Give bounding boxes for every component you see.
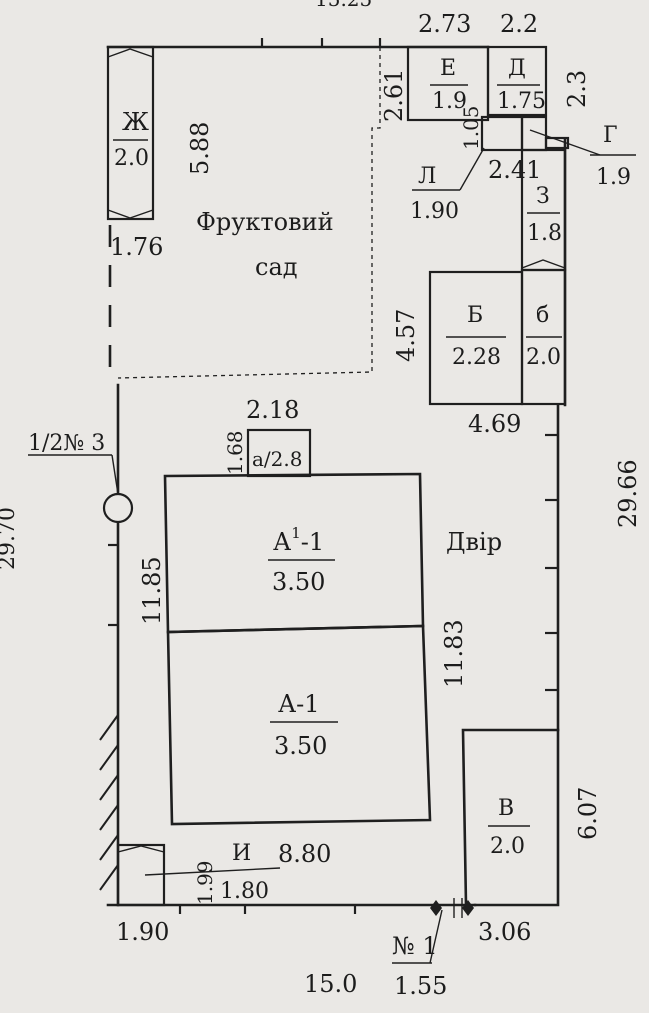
- l-height: 1.90: [410, 199, 459, 224]
- v-letter: В: [498, 796, 514, 821]
- plot-right-dimension: 29.66: [614, 459, 642, 528]
- y-letter: И: [232, 841, 251, 866]
- d-width-dimension: 2.2: [500, 10, 538, 38]
- ye-height: 1.9: [432, 89, 467, 114]
- ye-letter: Е: [440, 56, 456, 81]
- house-mark: 1/2№ 3: [28, 431, 134, 524]
- plot-left-dimension: 29.70: [0, 507, 20, 570]
- house-mark-label: 1/2№ 3: [28, 431, 105, 456]
- v-height: 2.0: [490, 834, 525, 859]
- zh-width-dimension: 1.76: [110, 233, 163, 261]
- b-letter: Б: [467, 303, 483, 328]
- hatched-wall: [99, 714, 119, 891]
- a1-label: А1-1: [273, 524, 324, 556]
- l-letter: Л: [418, 164, 436, 189]
- a-small-side-dimension: 1.68: [223, 430, 247, 475]
- a-small-width-dimension: 2.18: [246, 396, 299, 424]
- building-l: Л 1.90: [410, 115, 548, 224]
- garden-label-2: сад: [255, 253, 298, 281]
- a1-sup: 1: [291, 524, 301, 542]
- building-g: Г 1.9: [529, 123, 636, 190]
- b-side-dimension: 4.57: [392, 309, 420, 362]
- building-a1: А1-1 3.50: [163, 472, 425, 634]
- building-v: В 2.0: [461, 728, 560, 907]
- z-height: 1.8: [527, 221, 562, 246]
- ye-side-dimension: 2.61: [380, 69, 408, 122]
- b-small-letter: б: [536, 303, 549, 328]
- d-side-dimension: 2.3: [563, 70, 591, 108]
- l-width-dimension: 2.41: [488, 156, 541, 184]
- gate-number: № 1: [392, 932, 438, 960]
- garden-area: Фруктовий сад: [117, 47, 381, 379]
- zh-height: 2.0: [114, 146, 149, 171]
- v-side-dimension: 6.07: [574, 787, 602, 840]
- g-letter: Г: [603, 123, 618, 148]
- gate: № 1 1.55: [392, 898, 474, 1000]
- a-left-dimension: 11.85: [138, 556, 166, 625]
- building-z: З 1.8: [520, 148, 567, 272]
- building-b-small: б 2.0: [520, 268, 567, 406]
- building-a-small: а/2.8: [246, 428, 312, 478]
- yard-label: Двір: [446, 528, 502, 556]
- v-width-dimension: 3.06: [478, 918, 531, 946]
- a-letter: А-1: [278, 690, 320, 718]
- garden-label-1: Фруктовий: [196, 208, 334, 236]
- a-bottom-dimension: 8.80: [278, 840, 331, 868]
- y-width-dimension: 1.90: [116, 918, 169, 946]
- b-width-dimension: 4.69: [468, 410, 521, 438]
- z-letter: З: [536, 184, 550, 209]
- a-right-dimension: 11.83: [440, 619, 468, 688]
- a1-letter: А: [273, 528, 291, 556]
- a1-height: 3.50: [272, 568, 325, 596]
- a-height: 3.50: [274, 732, 327, 760]
- d-letter: Д: [508, 56, 526, 81]
- d-height: 1.75: [497, 89, 546, 114]
- b-small-height: 2.0: [526, 345, 561, 370]
- zh-letter: Ж: [122, 108, 149, 136]
- ye-width-dimension: 2.73: [418, 10, 471, 38]
- a-small-label: а/2.8: [252, 447, 302, 471]
- building-a: А-1 3.50: [166, 624, 432, 826]
- a1-suffix: -1: [301, 528, 324, 556]
- plot-top-dimension: 15.25: [315, 0, 372, 11]
- y-height: 1.80: [220, 879, 269, 904]
- building-d: Д 1.75: [486, 45, 548, 117]
- building-b: Б 2.28: [428, 270, 524, 406]
- building-ye: Е 1.9: [406, 45, 490, 122]
- building-zh: Ж 2.0: [106, 45, 155, 221]
- zh-side-dimension: 5.88: [186, 122, 214, 175]
- plot-bottom-dimension: 15.0: [304, 970, 357, 998]
- b-height: 2.28: [452, 345, 501, 370]
- l-side-dimension: 1.05: [459, 105, 483, 150]
- y-side-dimension: 1.99: [193, 860, 217, 905]
- building-y: И 1.80: [116, 841, 281, 907]
- gate-value: 1.55: [394, 972, 447, 1000]
- g-height: 1.9: [596, 165, 631, 190]
